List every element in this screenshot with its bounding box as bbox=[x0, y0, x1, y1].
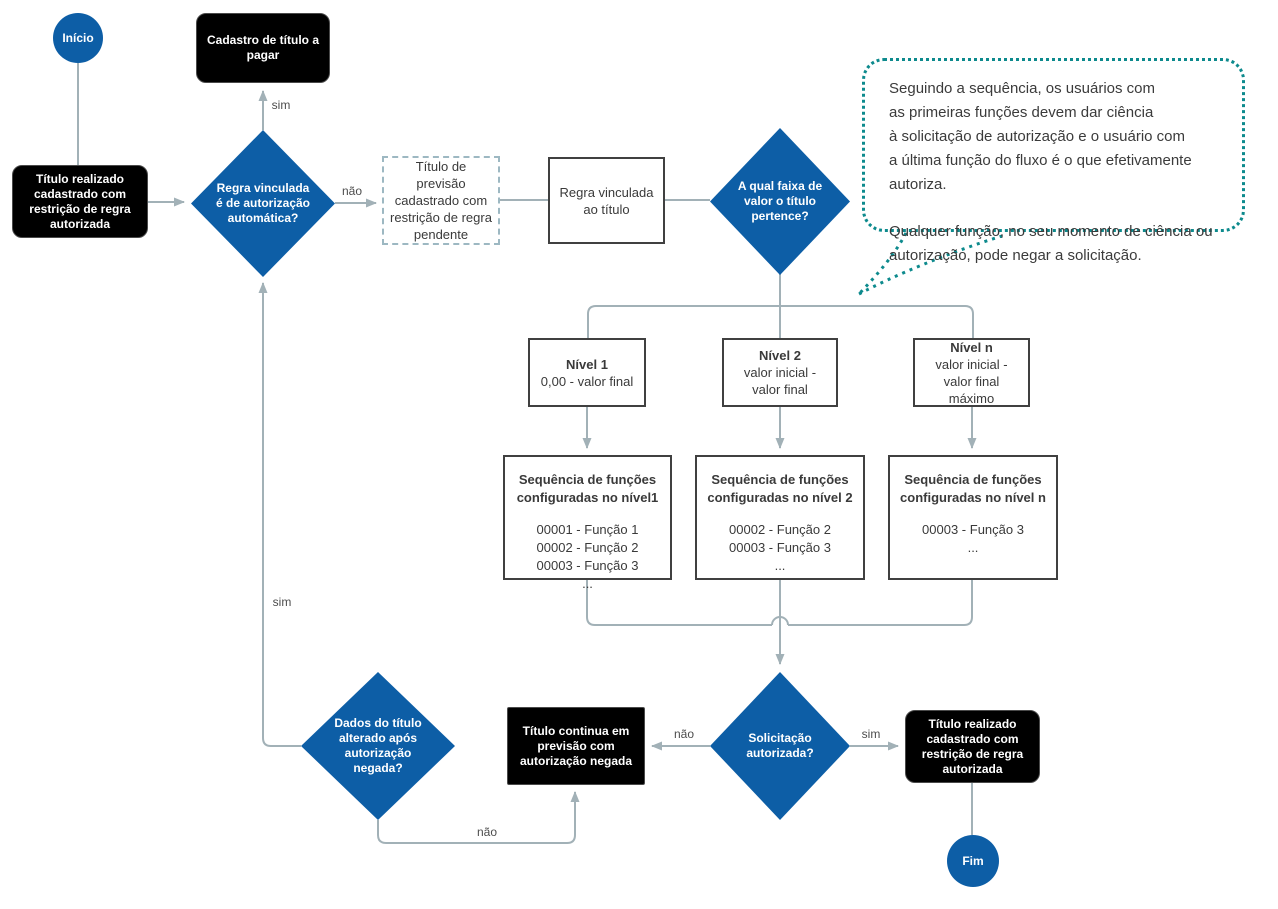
titulo-realizado-fim-node: Título realizado cadastrado com restriçã… bbox=[905, 710, 1040, 783]
seq-nivel-1-title: Sequência de funções configuradas no nív… bbox=[516, 472, 659, 505]
seq-nivel-2-title: Sequência de funções configuradas no nív… bbox=[707, 472, 853, 505]
note-bubble-paragraph-1: Seguindo a sequência, os usuários com as… bbox=[889, 77, 1230, 197]
nivel-n-range: valor inicial - valor final máximo bbox=[935, 356, 1008, 406]
decision-solicitacao-autorizada-label: Solicitação autorizada? bbox=[746, 731, 814, 760]
note-line: Qualquer função, no seu momento de ciênc… bbox=[889, 223, 1213, 240]
seq-item: 00003 - Função 3 bbox=[729, 540, 831, 555]
seq-item: 00003 - Função 3 bbox=[536, 558, 639, 573]
note-bubble: Seguindo a sequência, os usuários com as… bbox=[862, 58, 1245, 264]
seq-nivel-n-title: Sequência de funções configuradas no nív… bbox=[900, 472, 1046, 505]
seq-item: 00003 - Função 3 bbox=[922, 522, 1024, 537]
nivel-2-node: Nível 2 valor inicial - valor final bbox=[722, 338, 838, 407]
titulo-realizado-inicio-label: Título realizado cadastrado com restriçã… bbox=[29, 171, 131, 231]
nivel-n-title: Nível n bbox=[950, 339, 993, 355]
titulo-continua-previsao-label: Título continua em previsão com autoriza… bbox=[519, 723, 633, 768]
end-label: Fim bbox=[962, 854, 984, 868]
note-bubble-paragraph-2: Qualquer função, no seu momento de ciênc… bbox=[889, 220, 1230, 268]
nivel-2-range: valor inicial - valor final bbox=[743, 365, 817, 397]
nivel-1-range: 0,00 - valor final bbox=[540, 373, 634, 389]
note-line: as primeiras funções devem dar ciência bbox=[889, 104, 1154, 121]
nivel-2-title: Nível 2 bbox=[759, 348, 801, 363]
note-line: à solicitação de autorização e o usuário… bbox=[889, 128, 1186, 145]
note-line: a última função do fluxo é o que efetiva… bbox=[889, 152, 1192, 193]
titulo-previsao-pendente-label: Título de previsão cadastrado com restri… bbox=[390, 159, 492, 242]
nivel-n-node: Nível n valor inicial - valor final máxi… bbox=[913, 338, 1030, 407]
edge-label-sim-dados: sim bbox=[270, 595, 294, 609]
seq-nivel-1-node: Sequência de funções configuradas no nív… bbox=[503, 455, 672, 591]
seq-item: ... bbox=[582, 576, 593, 591]
regra-vinculada-titulo-label: Regra vinculada ao título bbox=[559, 184, 654, 217]
decision-faixa-valor-label: A qual faixa de valor o título pertence? bbox=[737, 179, 823, 223]
seq-item: ... bbox=[774, 558, 786, 573]
nivel-1-title: Nível 1 bbox=[566, 356, 608, 372]
titulo-realizado-fim-label: Título realizado cadastrado com restriçã… bbox=[921, 716, 1024, 776]
end-node: Fim bbox=[947, 835, 999, 887]
seq-item: 00001 - Função 1 bbox=[536, 522, 639, 537]
seq-nivel-2-node: Sequência de funções configuradas no nív… bbox=[695, 455, 865, 580]
start-node: Início bbox=[53, 13, 103, 63]
note-line: Seguindo a sequência, os usuários com bbox=[889, 80, 1156, 97]
titulo-realizado-inicio-node: Título realizado cadastrado com restriçã… bbox=[12, 165, 148, 238]
start-label: Início bbox=[62, 31, 94, 45]
seq-item: ... bbox=[967, 540, 979, 555]
cadastro-titulo-pagar-label: Cadastro de título a pagar bbox=[207, 33, 320, 62]
titulo-continua-previsao-node: Título continua em previsão com autoriza… bbox=[507, 707, 645, 785]
regra-vinculada-titulo-node: Regra vinculada ao título bbox=[548, 157, 665, 244]
seq-item: 00002 - Função 2 bbox=[536, 540, 639, 555]
decision-dados-alterados-label: Dados do título alterado após autorizaçã… bbox=[334, 716, 422, 775]
edge-label-nao-dados: não bbox=[474, 825, 500, 839]
titulo-previsao-pendente-node: Título de previsão cadastrado com restri… bbox=[382, 156, 500, 245]
seq-item: 00002 - Função 2 bbox=[729, 522, 831, 537]
nivel-1-node: Nível 1 0,00 - valor final bbox=[528, 338, 646, 407]
edge-label-sim-autorizada: sim bbox=[859, 727, 883, 741]
cadastro-titulo-pagar-node: Cadastro de título a pagar bbox=[196, 13, 330, 83]
seq-nivel-n-node: Sequência de funções configuradas no nív… bbox=[888, 455, 1058, 580]
note-line: autorização, pode negar a solicitação. bbox=[889, 247, 1142, 264]
edge-label-sim-top: sim bbox=[269, 98, 293, 112]
decision-regra-automatica-label: Regra vinculada é de autorização automát… bbox=[215, 181, 311, 225]
edge-label-nao-autorizada: não bbox=[671, 727, 697, 741]
edge-label-nao-previsao: não bbox=[339, 184, 365, 198]
